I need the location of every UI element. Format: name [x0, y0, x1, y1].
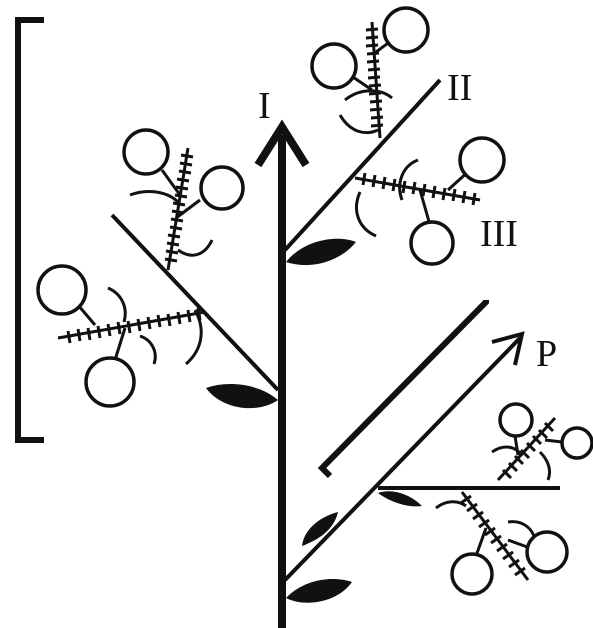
bract: [538, 450, 552, 481]
leaf-lower: [286, 579, 352, 603]
leaf-upper: [286, 238, 356, 266]
cyme-right-upper-ticks: [501, 421, 555, 480]
bract: [184, 309, 203, 366]
bract: [398, 158, 419, 201]
cyme-right-upper-axis: [496, 416, 557, 482]
cyme-left-lower-ticks: [66, 307, 202, 344]
leaf-lower-branch-2: [378, 491, 422, 507]
bract: [107, 286, 127, 323]
flower-stalk: [76, 304, 97, 326]
flower-stalk: [160, 169, 182, 196]
cyme-left-upper-axis: [166, 147, 190, 271]
flower: [525, 530, 569, 574]
cyme-top-ticks: [365, 27, 384, 128]
left-bracket: [15, 17, 44, 443]
flower: [498, 402, 534, 438]
flower: [199, 165, 245, 211]
lower-axis-arrowhead: [491, 331, 525, 366]
flower-stalk: [418, 189, 432, 226]
inner-bracket: [317, 299, 489, 479]
cyme-third-axis: [354, 176, 481, 202]
bract: [338, 114, 379, 135]
bract: [344, 89, 393, 102]
bract: [139, 334, 157, 365]
cyme-left-lower-axis: [57, 310, 206, 340]
flower: [122, 128, 170, 176]
cyme-third-ticks: [361, 172, 477, 206]
flower: [409, 220, 455, 266]
flower-stalk: [474, 527, 488, 557]
flower-stalk: [175, 198, 201, 220]
bract: [491, 445, 524, 457]
leaf-lower-branch: [302, 512, 338, 546]
cyme-top-axis: [370, 21, 382, 139]
bract: [177, 239, 214, 257]
flower-stalk: [544, 438, 563, 444]
bract: [507, 520, 536, 537]
bract: [355, 191, 377, 238]
branch-left: [110, 213, 280, 392]
branch-lower-axis: [283, 336, 522, 582]
label-lower-axis: P: [536, 333, 557, 375]
cyme-left-upper-ticks: [164, 153, 194, 263]
flower: [450, 552, 494, 596]
flower: [84, 356, 136, 408]
cyme-right-lower-ticks: [460, 494, 526, 577]
flower: [458, 136, 506, 184]
main-axis-arrowhead: [254, 119, 310, 168]
flower: [560, 426, 593, 460]
label-third-order: III: [480, 213, 518, 255]
flower-stalk: [113, 327, 127, 361]
label-second-order: II: [447, 67, 472, 109]
bract: [435, 500, 467, 510]
leaf-middle: [206, 384, 278, 409]
branch-second-order: [283, 78, 442, 252]
flower: [382, 6, 430, 54]
label-main-axis: I: [258, 85, 271, 127]
flower: [36, 264, 88, 316]
bract: [129, 190, 180, 204]
flower: [310, 42, 358, 90]
